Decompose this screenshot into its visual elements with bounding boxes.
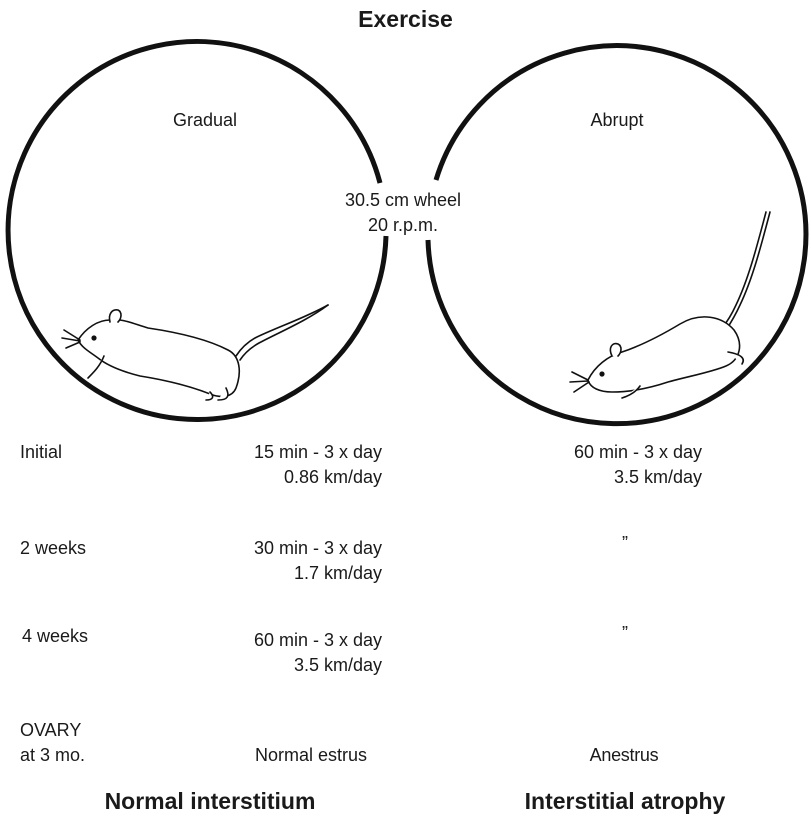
gradual-ovary-result: Normal estrus <box>211 744 411 766</box>
right-wheel-label: Abrupt <box>517 109 717 131</box>
abrupt-ovary-result: Anestrus <box>524 744 724 766</box>
wheel-spec-speed: 20 r.p.m. <box>300 214 506 236</box>
row-label-initial: Initial <box>20 441 62 463</box>
abrupt-initial-duration: 60 min - 3 x day <box>502 441 702 463</box>
ovary-age-label: at 3 mo. <box>20 744 85 766</box>
gradual-2wk-duration: 30 min - 3 x day <box>182 537 382 559</box>
row-label-2-weeks: 2 weeks <box>20 537 86 559</box>
gradual-2wk-distance: 1.7 km/day <box>182 562 382 584</box>
ovary-label: OVARY <box>20 719 81 741</box>
gradual-outcome: Normal interstitium <box>70 788 350 815</box>
rat-left-icon <box>62 305 328 400</box>
abrupt-4wk-ditto: ” <box>600 622 650 644</box>
wheel-spec-size: 30.5 cm wheel <box>300 189 506 211</box>
figure-title: Exercise <box>0 6 811 33</box>
gradual-initial-duration: 15 min - 3 x day <box>182 441 382 463</box>
abrupt-2wk-ditto: ” <box>600 532 650 554</box>
abrupt-outcome: Interstitial atrophy <box>500 788 750 815</box>
left-wheel-label: Gradual <box>105 109 305 131</box>
rat-right-icon <box>570 212 770 398</box>
gradual-4wk-duration: 60 min - 3 x day <box>182 629 382 651</box>
row-label-4-weeks: 4 weeks <box>22 625 88 647</box>
abrupt-initial-distance: 3.5 km/day <box>502 466 702 488</box>
gradual-initial-distance: 0.86 km/day <box>182 466 382 488</box>
gradual-4wk-distance: 3.5 km/day <box>182 654 382 676</box>
